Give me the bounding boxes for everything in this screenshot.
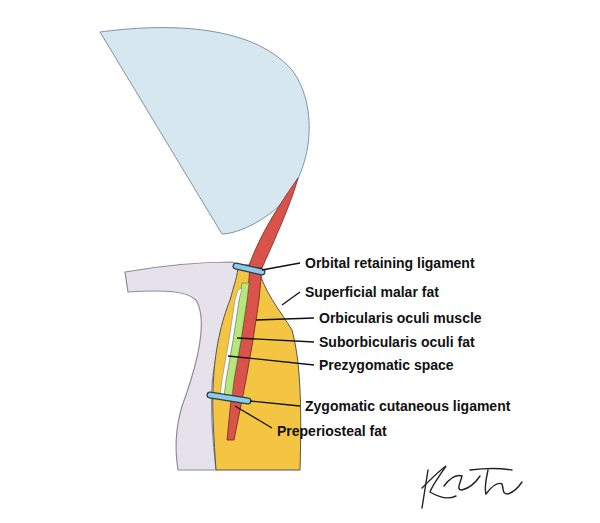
part-label: Prezygomatic space (319, 357, 454, 374)
prezygomatic-space (220, 288, 242, 396)
leader-line (262, 263, 300, 270)
part-label: Suborbicularis oculi fat (319, 334, 475, 351)
orbital-retaining-ligament (236, 266, 262, 272)
leader-lines (228, 263, 314, 428)
part-label: Preperiosteal fat (277, 423, 387, 440)
part-label: Superficial malar fat (305, 284, 439, 301)
leader-line (256, 318, 314, 320)
orbicularis-eyelid (248, 178, 298, 268)
leader-line (282, 292, 300, 305)
malar-fat (213, 265, 301, 470)
leader-line (250, 401, 300, 406)
orbital-retaining-ligament (236, 266, 262, 272)
zygomatic-cutaneous-ligament (210, 395, 248, 401)
leader-line (235, 406, 272, 428)
eyeball (100, 28, 309, 234)
part-label: Zygomatic cutaneous ligament (305, 398, 510, 415)
artist-signature (422, 466, 522, 508)
leader-line (237, 338, 314, 342)
leader-line (228, 356, 314, 365)
part-label: Orbicularis oculi muscle (319, 310, 482, 327)
zygomatic-cutaneous-ligament (210, 395, 248, 401)
part-label: Orbital retaining ligament (305, 255, 475, 272)
